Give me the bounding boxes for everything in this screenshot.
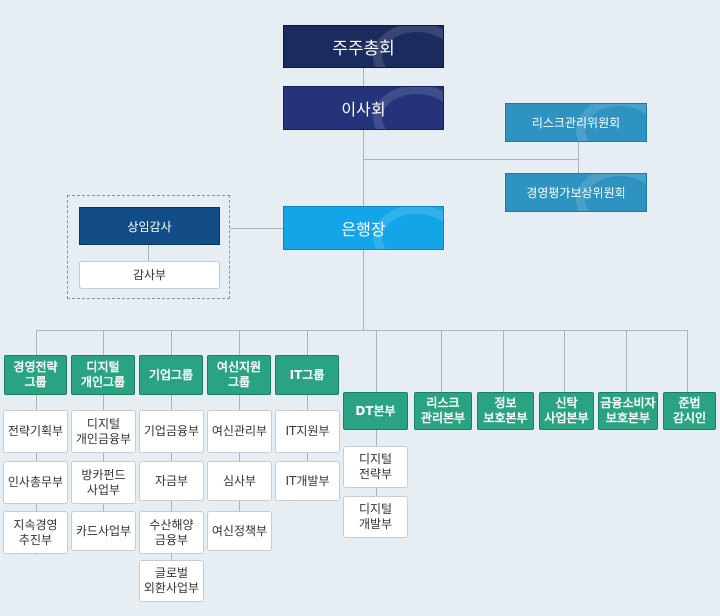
- connector-committees-v: [578, 142, 579, 173]
- division-trust-business: 신탁 사업본부: [539, 392, 594, 430]
- dept-credit-policy: 여신정책부: [207, 511, 272, 551]
- board-of-directors: 이사회: [283, 86, 444, 130]
- connector-drop: [687, 330, 688, 392]
- shareholders-meeting: 주주총회: [283, 25, 444, 68]
- division-information-security: 정보 보호본부: [477, 392, 534, 430]
- dept-bancassurance-fund: 방카펀드 사업부: [71, 461, 136, 504]
- group-it: IT그룹: [275, 355, 339, 395]
- connector-drop: [564, 330, 565, 392]
- ceo-box: 은행장: [283, 206, 444, 250]
- connector-auditor-dept: [148, 245, 149, 261]
- connector-drop: [239, 330, 240, 355]
- connector-branch-h: [36, 330, 687, 331]
- dept-hr-general-affairs: 인사총무부: [3, 461, 68, 504]
- connector-drop: [376, 330, 377, 392]
- dept-fisheries-maritime-finance: 수산해양 금융부: [139, 511, 204, 554]
- dept-credit-review: 심사부: [207, 461, 272, 501]
- connector-drop: [307, 330, 308, 355]
- connector-drop: [36, 330, 37, 355]
- group-credit-support: 여신지원 그룹: [207, 355, 271, 395]
- dept-card-business: 카드사업부: [71, 511, 136, 551]
- dept-strategy-planning: 전략기획부: [3, 410, 68, 453]
- connector-ceo-audit: [230, 228, 283, 229]
- connector-board-ceo: [363, 130, 364, 206]
- connector-drop: [626, 330, 627, 392]
- dept-it-development: IT개발부: [275, 461, 340, 501]
- division-compliance-officer: 준법 감시인: [663, 392, 716, 430]
- audit-frame: [67, 195, 230, 299]
- compensation-committee: 경영평가보상위원회: [505, 173, 647, 212]
- connector-drop: [171, 330, 172, 355]
- dept-it-support: IT지원부: [275, 410, 340, 453]
- group-corporate: 기업그룹: [139, 355, 203, 395]
- dept-sustainability: 지속경영 추진부: [3, 511, 68, 554]
- risk-management-committee: 리스크관리위원회: [505, 103, 647, 142]
- audit-department: 감사부: [79, 261, 220, 289]
- dept-treasury: 자금부: [139, 461, 204, 501]
- connector-ceo-down: [363, 250, 364, 330]
- connector-top-trunk: [363, 68, 364, 86]
- dept-global-forex: 글로벌 외환사업부: [139, 560, 204, 602]
- dept-digital-strategy: 디지털 전략부: [343, 446, 408, 488]
- connector-drop: [103, 330, 104, 355]
- division-dt: DT본부: [343, 392, 408, 430]
- group-management-strategy: 경영전략 그룹: [4, 355, 67, 395]
- dept-corporate-finance: 기업금융부: [139, 410, 204, 453]
- dept-digital-development: 디지털 개발부: [343, 496, 408, 538]
- group-digital-retail: 디지털 개인그룹: [71, 355, 135, 395]
- connector-committees-h: [363, 159, 579, 160]
- standing-auditor: 상임감사: [79, 207, 220, 245]
- dept-credit-management: 여신관리부: [207, 410, 272, 453]
- division-consumer-protection: 금융소비자 보호본부: [598, 392, 658, 430]
- dept-digital-personal-finance: 디지털 개인금융부: [71, 410, 136, 453]
- connector-drop: [441, 330, 442, 392]
- division-risk-management: 리스크 관리본부: [414, 392, 472, 430]
- connector-drop: [503, 330, 504, 392]
